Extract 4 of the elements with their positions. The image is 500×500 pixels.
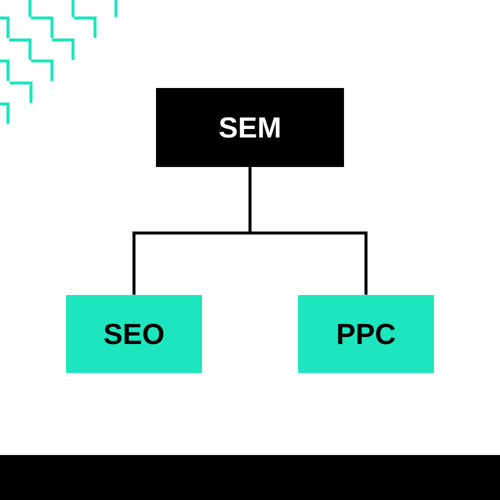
connector-line xyxy=(248,167,368,295)
process-box: SEO xyxy=(66,295,202,373)
process-box: PPC xyxy=(298,295,434,373)
process-box: SEM xyxy=(156,88,344,167)
